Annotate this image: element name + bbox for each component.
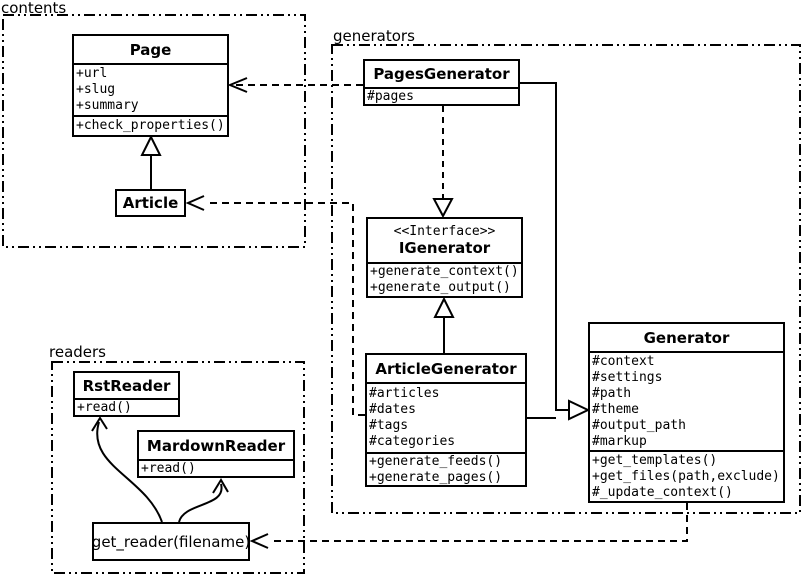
attribute: #path bbox=[592, 385, 632, 401]
class-title-rstreader: RstReader bbox=[82, 376, 171, 395]
dependency-arrow-articlegenerator-article bbox=[207, 202, 365, 416]
method: +get_templates() bbox=[592, 452, 718, 468]
attribute: #articles bbox=[369, 386, 440, 401]
attribute: #pages bbox=[367, 88, 414, 104]
class-title-text: IGenerator bbox=[398, 238, 491, 257]
attributes-compartment: #context #settings #path #theme #output_… bbox=[590, 351, 783, 450]
association-arrowhead-mardownreader bbox=[212, 478, 229, 494]
class-title-article: Article bbox=[122, 194, 179, 212]
attribute: +summary bbox=[76, 98, 139, 113]
attribute: #settings bbox=[592, 369, 663, 385]
package-contents-border bbox=[2, 14, 306, 248]
package-generators-border bbox=[331, 44, 801, 514]
attribute: #output_path bbox=[592, 417, 686, 433]
attribute: #dates bbox=[369, 402, 416, 417]
class-title-page: Page bbox=[129, 40, 172, 59]
attribute: #markup bbox=[592, 433, 647, 449]
association-arrow-getreader-rstreader bbox=[96, 421, 163, 523]
method: +read() bbox=[141, 460, 196, 476]
attribute: #tags bbox=[369, 418, 409, 433]
package-readers-label: readers bbox=[49, 343, 106, 361]
class-title-articlegenerator: ArticleGenerator bbox=[375, 359, 517, 378]
package-readers-border bbox=[51, 361, 305, 574]
class-title-mardownreader: MardownReader bbox=[146, 436, 286, 455]
methods-compartment: +check_properties() bbox=[74, 115, 227, 135]
dependency-arrowhead-getreader bbox=[249, 533, 269, 549]
method: +read() bbox=[77, 399, 132, 415]
attributes-compartment: #articles #dates #tags #categories bbox=[367, 382, 525, 452]
package-generators-label: generators bbox=[333, 27, 415, 45]
inheritance-triangle-article-page bbox=[140, 134, 162, 156]
methods-compartment: +get_templates() +get_files(path,exclude… bbox=[590, 450, 783, 501]
class-box-igenerator: <<Interface>> IGenerator +generate_conte… bbox=[366, 217, 523, 298]
methods-compartment: +read() bbox=[139, 459, 293, 476]
method: #_update_context() bbox=[592, 484, 733, 500]
method: +get_files(path,exclude) bbox=[592, 468, 780, 484]
method: +check_properties() bbox=[76, 118, 225, 133]
method: +generate_output() bbox=[370, 280, 511, 295]
dependency-arrow-generator-getreader bbox=[269, 503, 688, 542]
inheritance-arrow-pagesgenerator-generator bbox=[520, 82, 569, 411]
inheritance-triangle-generator bbox=[568, 399, 591, 421]
attribute: #theme bbox=[592, 401, 639, 417]
attribute: #context bbox=[592, 353, 655, 369]
association-arrowhead-rstreader bbox=[91, 416, 108, 432]
class-box-article: Article bbox=[115, 189, 186, 217]
function-box-getreader: get_reader(filename) bbox=[92, 522, 250, 561]
realization-triangle-pagesgenerator-igenerator bbox=[432, 198, 454, 219]
methods-compartment: +generate_feeds() +generate_pages() bbox=[367, 452, 525, 485]
inheritance-triangle-articlegenerator-igenerator bbox=[433, 296, 455, 318]
class-title-igenerator: <<Interface>> IGenerator bbox=[368, 219, 521, 262]
attributes-compartment: #pages bbox=[365, 87, 518, 104]
class-box-generator: Generator #context #settings #path #them… bbox=[588, 322, 785, 503]
class-box-mardownreader: MardownReader +read() bbox=[137, 430, 295, 478]
class-box-pagesgenerator: PagesGenerator #pages bbox=[363, 59, 520, 106]
class-box-articlegenerator: ArticleGenerator #articles #dates #tags … bbox=[365, 353, 527, 487]
method: +generate_pages() bbox=[369, 469, 503, 485]
class-box-rstreader: RstReader +read() bbox=[73, 371, 180, 417]
methods-compartment: +generate_context() +generate_output() bbox=[368, 262, 521, 296]
package-contents-label: contents bbox=[1, 0, 67, 17]
attribute: +url bbox=[76, 66, 108, 81]
class-title-pagesgenerator: PagesGenerator bbox=[373, 65, 510, 83]
attribute: +slug bbox=[76, 82, 116, 97]
attributes-compartment: +url +slug +summary bbox=[74, 63, 227, 115]
class-title-generator: Generator bbox=[643, 328, 730, 347]
function-label-getreader: get_reader(filename) bbox=[94, 532, 248, 551]
dependency-arrowhead-page bbox=[227, 77, 248, 93]
method: +generate_context() bbox=[370, 264, 519, 279]
methods-compartment: +read() bbox=[75, 398, 178, 415]
method: +generate_feeds() bbox=[369, 453, 503, 469]
association-arrow-getreader-mardownreader bbox=[178, 483, 223, 523]
stereotype-label: <<Interface>> bbox=[393, 223, 496, 239]
dependency-arrowhead-article bbox=[185, 195, 205, 211]
class-box-page: Page +url +slug +summary +check_properti… bbox=[72, 34, 229, 137]
attribute: #categories bbox=[369, 434, 456, 449]
